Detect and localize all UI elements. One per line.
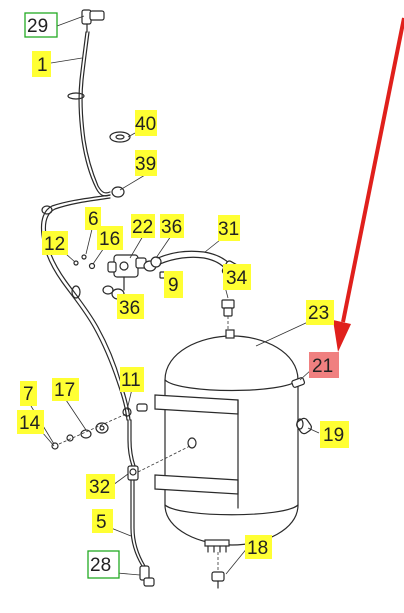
fitting-36-top-part [143, 256, 162, 272]
callout-40[interactable]: 40 [135, 110, 157, 136]
svg-text:36: 36 [161, 217, 182, 238]
svg-text:40: 40 [135, 114, 156, 135]
callout-6[interactable]: 6 [85, 207, 101, 230]
svg-text:34: 34 [226, 268, 248, 289]
svg-text:23: 23 [308, 303, 329, 324]
fitting-32-part [127, 445, 191, 481]
svg-text:31: 31 [218, 219, 239, 240]
callout-21[interactable]: 21 [309, 352, 339, 378]
callout-31[interactable]: 31 [218, 215, 240, 241]
callout-16[interactable]: 16 [97, 226, 123, 250]
parts-drawing [40, 9, 312, 589]
svg-text:16: 16 [99, 229, 120, 250]
callout-9[interactable]: 9 [164, 271, 183, 298]
callout-19[interactable]: 19 [320, 421, 349, 448]
clamp-39-part [111, 186, 125, 198]
top-fitting-part [81, 9, 105, 33]
hose-5-part [130, 479, 146, 567]
svg-text:11: 11 [121, 370, 141, 391]
bottom-fitting-28-part [139, 565, 155, 587]
svg-text:5: 5 [96, 512, 107, 533]
svg-text:29: 29 [27, 16, 48, 37]
washers-7-17-14-part [51, 413, 127, 450]
svg-text:6: 6 [88, 209, 99, 230]
callout-labels: 29 1 40 39 6 22 36 31 [17, 12, 349, 579]
hose-1-part [67, 31, 111, 197]
callout-7[interactable]: 7 [20, 381, 37, 406]
svg-text:1: 1 [37, 55, 48, 76]
valve-22-part [107, 254, 147, 291]
part-16 [88, 262, 96, 270]
callout-17[interactable]: 17 [52, 378, 79, 401]
part-12 [73, 260, 79, 266]
svg-text:28: 28 [90, 555, 111, 576]
callout-36-bottom[interactable]: 36 [117, 294, 144, 319]
callout-29[interactable]: 29 [24, 12, 58, 38]
callout-1[interactable]: 1 [32, 51, 51, 77]
fitting-34-part [221, 299, 235, 334]
svg-text:18: 18 [247, 538, 268, 559]
callout-22[interactable]: 22 [131, 214, 155, 238]
svg-text:39: 39 [135, 154, 156, 175]
svg-text:22: 22 [132, 217, 153, 238]
callout-23[interactable]: 23 [306, 300, 334, 325]
ring-40-part [109, 131, 131, 143]
callout-12[interactable]: 12 [42, 231, 68, 255]
svg-text:7: 7 [23, 384, 34, 405]
callout-5[interactable]: 5 [92, 509, 113, 533]
svg-text:17: 17 [54, 380, 75, 401]
air-tank-23-part [154, 329, 299, 553]
part-6 [81, 254, 87, 260]
callout-14[interactable]: 14 [17, 410, 44, 434]
svg-text:36: 36 [119, 298, 140, 319]
callout-39[interactable]: 39 [135, 150, 157, 176]
svg-text:32: 32 [89, 477, 110, 498]
svg-text:14: 14 [19, 413, 41, 434]
hose-11-part [122, 403, 148, 467]
callout-34[interactable]: 34 [223, 264, 251, 290]
svg-text:19: 19 [323, 425, 344, 446]
drain-valve-18-part [211, 552, 225, 589]
elbow-19-part [296, 417, 312, 435]
svg-text:9: 9 [168, 275, 179, 296]
callout-18[interactable]: 18 [245, 535, 272, 559]
callout-11[interactable]: 11 [120, 367, 144, 392]
callout-36-top[interactable]: 36 [160, 214, 184, 238]
callout-28[interactable]: 28 [87, 550, 120, 579]
svg-text:12: 12 [44, 234, 65, 255]
red-arrow-pointer [333, 17, 404, 352]
fitting-21-part [291, 377, 306, 388]
callout-32[interactable]: 32 [86, 474, 115, 499]
svg-text:21: 21 [312, 356, 333, 377]
